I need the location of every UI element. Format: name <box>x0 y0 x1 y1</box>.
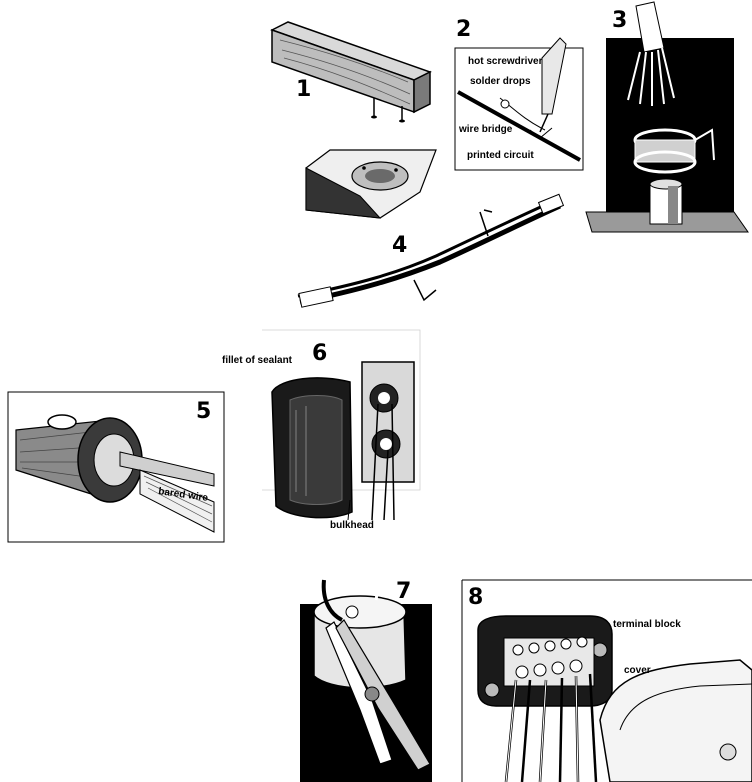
panel-2-printed-circuit: 2 hot screwdriver solder drops wire brid… <box>454 17 584 171</box>
panel-5-bared-wire: 5 bared wire <box>7 391 225 543</box>
panel-4-spliced-cable: 4 <box>297 193 565 308</box>
panel-8-terminal-block: 8 terminal block cover <box>461 579 752 782</box>
label-bulkhead: bulkhead <box>330 520 374 531</box>
step-number-6: 6 <box>312 341 327 366</box>
step-number-4: 4 <box>392 233 407 258</box>
label-printed-circuit: printed circuit <box>467 150 534 161</box>
label-wire-bridge: wire bridge <box>458 124 513 135</box>
step-number-3: 3 <box>612 8 627 33</box>
step-number-5: 5 <box>196 399 211 424</box>
step-number-1: 1 <box>296 77 311 102</box>
label-hot-screwdriver: hot screwdriver <box>468 56 543 67</box>
label-solder-drops: solder drops <box>470 76 531 87</box>
panel-1-wood-block: 1 <box>270 21 437 219</box>
step-number-2: 2 <box>456 17 471 42</box>
step-number-8: 8 <box>468 585 483 610</box>
label-fillet-of-sealant: fillet of sealant <box>222 355 293 366</box>
panel-7-pliers: 7 <box>300 575 432 782</box>
step-number-7: 7 <box>396 579 411 604</box>
label-cover: cover <box>624 665 651 676</box>
label-terminal-block: terminal block <box>613 619 681 630</box>
panel-6-bulkhead: 6 fillet of sealant bulkhead <box>222 329 421 531</box>
panel-3-clamp-and-brush: 3 <box>585 1 749 233</box>
